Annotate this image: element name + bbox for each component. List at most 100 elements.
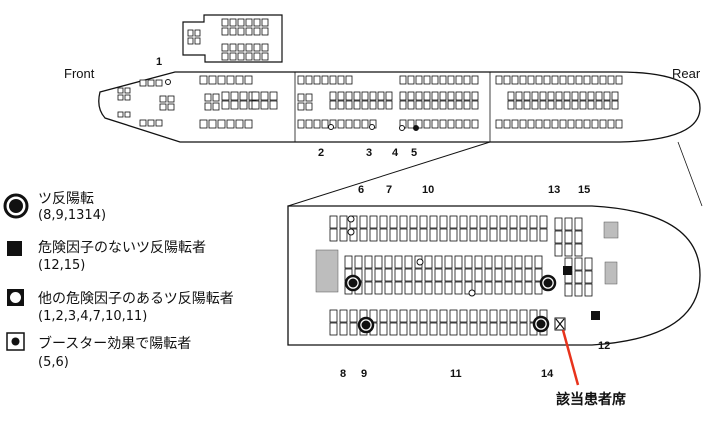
seat	[364, 255, 373, 269]
seat	[447, 75, 455, 85]
seat	[431, 100, 439, 110]
seat	[394, 281, 403, 295]
seat	[260, 91, 269, 101]
seat	[226, 119, 235, 129]
seat	[385, 91, 393, 101]
seat	[464, 281, 473, 295]
seat	[329, 228, 338, 242]
case-marker	[328, 124, 334, 130]
seat	[345, 100, 353, 110]
seat	[439, 215, 448, 229]
case-marker	[165, 79, 171, 85]
seat	[559, 119, 567, 129]
seat	[434, 255, 443, 269]
seat-number-label: 2	[318, 147, 325, 159]
galley	[315, 249, 339, 293]
legend-icons	[3, 193, 29, 351]
seat	[574, 217, 583, 231]
seat	[584, 270, 593, 284]
filled-square-icon	[7, 241, 22, 256]
seat	[389, 322, 398, 336]
seat	[444, 268, 453, 282]
seat	[455, 119, 463, 129]
seat	[455, 91, 463, 101]
seat	[349, 322, 358, 336]
case-marker-core	[536, 319, 546, 329]
seat	[199, 119, 208, 129]
seat	[534, 268, 543, 282]
case-marker	[369, 124, 375, 130]
seat	[514, 255, 523, 269]
seat	[194, 29, 201, 37]
seat	[523, 100, 531, 110]
legend-title: 他の危険因子のあるツ反陽転者	[38, 291, 234, 307]
seat	[261, 18, 269, 27]
seat	[423, 91, 431, 101]
seat	[237, 27, 245, 36]
seat	[447, 100, 455, 110]
seat	[567, 119, 575, 129]
seat	[539, 228, 548, 242]
seat	[204, 93, 212, 102]
seat	[237, 52, 245, 61]
seat	[474, 268, 483, 282]
seat	[221, 100, 230, 110]
case-marker	[399, 125, 405, 131]
seat	[454, 281, 463, 295]
seat	[369, 100, 377, 110]
seat	[253, 52, 261, 61]
seat	[379, 228, 388, 242]
seat	[564, 243, 573, 257]
seat	[221, 52, 229, 61]
seat	[499, 309, 508, 323]
seat	[469, 228, 478, 242]
seat	[269, 100, 278, 110]
seat	[539, 100, 547, 110]
seat	[419, 309, 428, 323]
seat	[434, 268, 443, 282]
seat	[260, 100, 269, 110]
seat	[261, 27, 269, 36]
open-circle-icon	[7, 289, 24, 306]
seat	[379, 322, 388, 336]
seat-number-label: 4	[392, 147, 399, 159]
seat	[337, 91, 345, 101]
seat	[499, 215, 508, 229]
seat	[208, 75, 217, 85]
seat	[449, 322, 458, 336]
case-marker	[347, 228, 355, 236]
seat	[527, 75, 535, 85]
seat	[261, 52, 269, 61]
legend-subtitle: (5,6)	[38, 355, 69, 370]
seat	[147, 79, 155, 87]
seat	[547, 91, 555, 101]
seat	[313, 75, 321, 85]
seat	[509, 309, 518, 323]
seat-number-label: 3	[366, 147, 373, 159]
seat	[575, 75, 583, 85]
seat	[503, 119, 511, 129]
seat	[345, 91, 353, 101]
seat	[359, 215, 368, 229]
seat	[221, 18, 229, 27]
seat	[571, 100, 579, 110]
seat	[579, 91, 587, 101]
seat	[444, 255, 453, 269]
seat	[535, 119, 543, 129]
seat	[595, 91, 603, 101]
seat	[563, 91, 571, 101]
seat	[484, 255, 493, 269]
seat	[524, 255, 533, 269]
rear-label: Rear	[672, 66, 701, 81]
seat	[484, 281, 493, 295]
seat	[117, 87, 124, 94]
seat	[574, 230, 583, 244]
overview-fuselage	[98, 71, 701, 143]
seat	[237, 18, 245, 27]
seat	[353, 100, 361, 110]
seat	[155, 119, 163, 127]
seat	[494, 268, 503, 282]
seat	[439, 91, 447, 101]
seat	[147, 119, 155, 127]
